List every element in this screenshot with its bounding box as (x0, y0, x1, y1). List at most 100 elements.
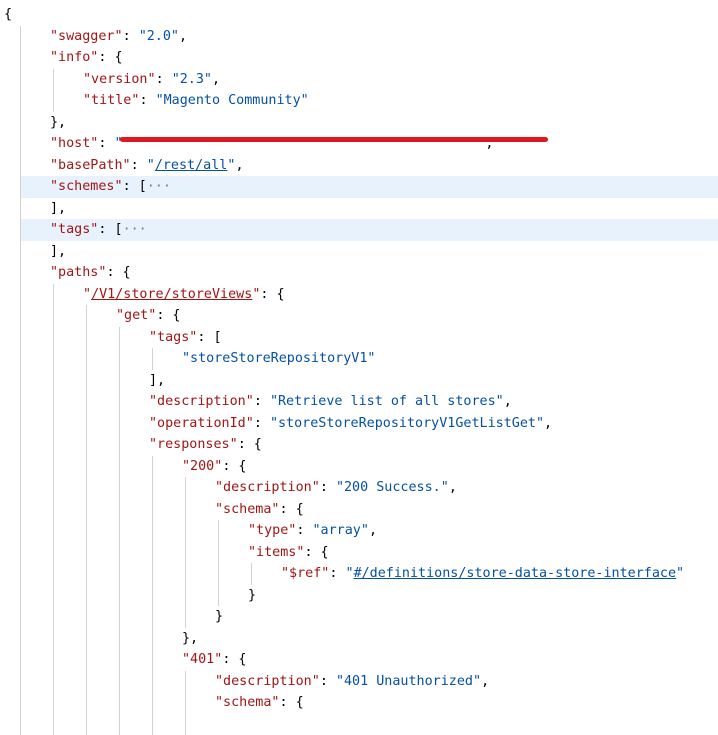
indent-guide (86, 413, 87, 435)
code-token: "basePath" (50, 158, 131, 173)
code-line[interactable]: "swagger": "2.0", (0, 26, 718, 48)
code-line[interactable]: "tags": [··· (20, 219, 718, 241)
code-token: , (449, 480, 457, 495)
code-token: "schema" (215, 695, 280, 710)
code-line[interactable]: "title": "Magento Community" (0, 90, 718, 112)
code-line[interactable]: "schema": { (0, 499, 718, 521)
code-token: "get" (116, 308, 156, 323)
code-text: "description": "Retrieve list of all sto… (149, 391, 512, 413)
code-line[interactable]: "description": "Retrieve list of all sto… (0, 391, 718, 413)
code-token: "schemes" (50, 179, 123, 194)
code-line[interactable]: "type": "array", (0, 520, 718, 542)
indent-guide (20, 284, 21, 306)
indent-guide (119, 692, 120, 714)
code-line[interactable]: "200": { (0, 456, 718, 478)
indent-guide (185, 714, 186, 735)
indent-guide (53, 284, 54, 306)
code-line[interactable]: "401": { (0, 649, 718, 671)
indent-guide (152, 499, 153, 521)
code-line[interactable]: "description": "200 Success.", (0, 477, 718, 499)
code-line[interactable]: "info": { (0, 47, 718, 69)
code-line[interactable]: ], (0, 198, 718, 220)
code-line[interactable]: ], (0, 370, 718, 392)
code-line[interactable]: "items": { (0, 542, 718, 564)
indent-guide (20, 262, 21, 284)
code-text: "tags": [ (149, 327, 222, 349)
code-token: " (83, 287, 91, 302)
indent-guide (119, 520, 120, 542)
code-token: : (296, 523, 312, 538)
code-text: ], (50, 198, 66, 220)
code-token: ], (149, 373, 165, 388)
json-editor[interactable]: {"swagger": "2.0","info": {"version": "2… (0, 0, 718, 691)
code-text: "schemes": [··· (50, 176, 171, 198)
indent-guide (20, 391, 21, 413)
code-line[interactable]: "basePath": "/rest/all", (0, 155, 718, 177)
code-line[interactable]: "tags": [ (0, 327, 718, 349)
code-token: : { (260, 287, 284, 302)
code-token[interactable]: #/definitions/store-data-store-interface (354, 566, 676, 581)
indent-guide (86, 305, 87, 327)
fold-ellipsis[interactable]: ··· (147, 179, 171, 194)
code-line[interactable]: "get": { (0, 305, 718, 327)
code-line[interactable]: } (0, 606, 718, 628)
code-token[interactable]: /V1/store/storeViews (91, 287, 252, 302)
indent-guide (152, 649, 153, 671)
code-line[interactable]: } (0, 585, 718, 607)
code-token: : { (98, 50, 122, 65)
code-line[interactable]: ], (0, 241, 718, 263)
code-line[interactable]: "schemes": [··· (20, 176, 718, 198)
code-text: "schema": { (215, 499, 304, 521)
indent-guide (86, 456, 87, 478)
code-text: "description": "401 Unauthorized", (215, 671, 489, 693)
indent-guide (185, 499, 186, 521)
code-text: "200": { (182, 456, 247, 478)
code-line[interactable]: "$ref": "#/definitions/store-data-store-… (0, 563, 718, 585)
indent-guide (119, 434, 120, 456)
code-text: "$ref": "#/definitions/store-data-store-… (281, 563, 684, 585)
code-token: "responses" (149, 437, 238, 452)
code-text: "/V1/store/storeViews": { (83, 284, 285, 306)
code-line[interactable] (0, 714, 718, 735)
indent-guide (152, 714, 153, 735)
indent-guide (86, 520, 87, 542)
code-token: "storeStoreRepositoryV1GetListGet" (270, 416, 544, 431)
code-line[interactable]: "/V1/store/storeViews": { (0, 284, 718, 306)
code-line[interactable]: "paths": { (0, 262, 718, 284)
code-line[interactable]: "storeStoreRepositoryV1" (0, 348, 718, 370)
code-line[interactable]: "version": "2.3", (0, 69, 718, 91)
code-line[interactable]: "schema": { (0, 692, 718, 714)
indent-guide (20, 241, 21, 263)
code-text: "responses": { (149, 434, 262, 456)
indent-guide (119, 585, 120, 607)
code-token: "items" (248, 545, 304, 560)
indent-guide (20, 434, 21, 456)
code-line[interactable]: { (0, 4, 718, 26)
code-line[interactable]: "operationId": "storeStoreRepositoryV1Ge… (0, 413, 718, 435)
code-token: "description" (149, 394, 254, 409)
code-token: "401" (182, 652, 222, 667)
fold-ellipsis[interactable]: ··· (123, 222, 147, 237)
code-line[interactable]: "description": "401 Unauthorized", (0, 671, 718, 693)
indent-guide (119, 628, 120, 650)
code-token: "200 Success." (336, 480, 449, 495)
code-text: "operationId": "storeStoreRepositoryV1Ge… (149, 413, 552, 435)
indent-guide (86, 542, 87, 564)
indent-guide (53, 413, 54, 435)
indent-guide (53, 671, 54, 693)
code-text: "tags": [··· (50, 219, 147, 241)
code-token[interactable]: /rest/all (155, 158, 228, 173)
code-line[interactable]: }, (0, 112, 718, 134)
code-line[interactable]: }, (0, 628, 718, 650)
code-token: "host" (50, 136, 98, 151)
code-token: "schema" (215, 502, 280, 517)
code-token: : { (156, 308, 180, 323)
code-line[interactable]: "responses": { (0, 434, 718, 456)
code-text: "items": { (248, 542, 329, 564)
code-token: : { (106, 265, 130, 280)
code-text: ], (149, 370, 165, 392)
code-token: "Retrieve list of all stores" (270, 394, 504, 409)
indent-guide (119, 563, 120, 585)
code-token: : (131, 158, 147, 173)
indent-guide (20, 671, 21, 693)
